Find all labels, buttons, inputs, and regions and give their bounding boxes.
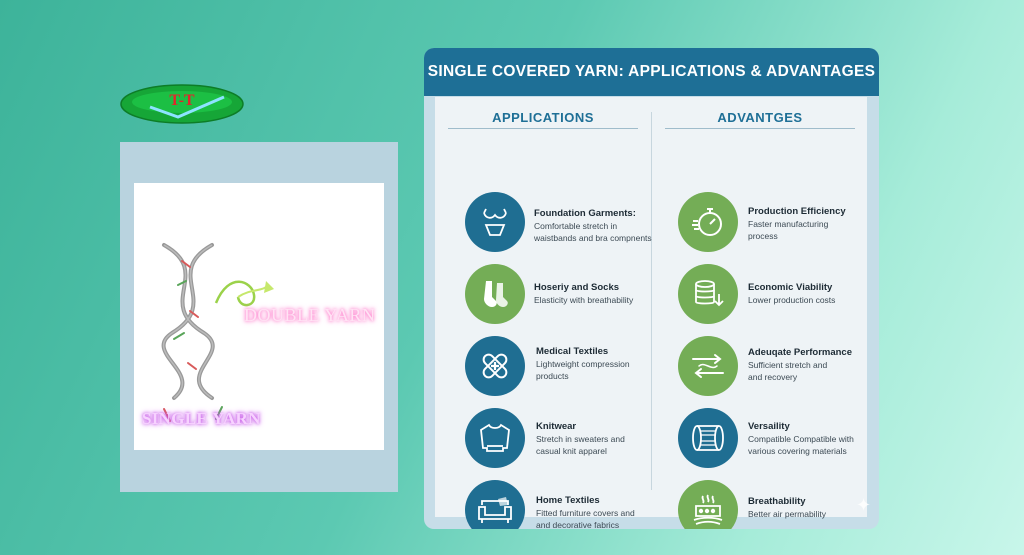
coins-icon <box>678 264 738 324</box>
advantages-heading: ADVANTGES <box>717 110 803 125</box>
socks-icon <box>465 264 525 324</box>
application-desc: Elasticity with breathability <box>534 295 634 305</box>
lingerie-icon <box>465 192 525 252</box>
advantage-title: Adeuqate Performance <box>748 347 853 358</box>
application-title: Foundation Garments: <box>534 208 636 219</box>
application-title: Medical Textiles <box>536 346 609 357</box>
sparkle-icon: ✦ <box>856 495 872 515</box>
application-desc: Lightweight compression products <box>536 359 630 381</box>
column-divider <box>651 112 652 490</box>
advantage-title: Production Efficiency <box>748 206 846 217</box>
bandage-icon <box>465 336 525 396</box>
double-yarn-label: DOUBLE YARN <box>244 305 376 325</box>
yarn-spool-icon <box>678 408 738 468</box>
applications-heading: APPLICATIONS <box>492 110 594 125</box>
advantage-desc: Compatible Compatible with various cover… <box>748 434 854 456</box>
advantages-rule <box>665 128 855 129</box>
breathable-fabric-icon <box>678 480 738 529</box>
checkmark-oval-logo-icon: T-T <box>120 84 244 124</box>
logo-text: T-T <box>169 92 195 109</box>
advantage-desc: Sufficient stretch and and recovery <box>748 360 828 382</box>
advantage-title: Economic Viability <box>748 282 833 293</box>
single-yarn-label: SINGLE YARN <box>142 409 261 428</box>
applications-rule <box>448 128 638 129</box>
stretch-arrows-icon <box>678 336 738 396</box>
card-body: APPLICATIONS ADVANTGES Foundation Garmen… <box>435 97 867 529</box>
application-desc: Stretch in sweaters and casual knit appa… <box>536 434 625 456</box>
card-title: SINGLE COVERED YARN: APPLICATIONS & ADVA… <box>424 48 879 96</box>
infographic-card: SINGLE COVERED YARN: APPLICATIONS & ADVA… <box>424 48 879 529</box>
sweater-icon <box>465 408 525 468</box>
application-desc: Fitted furniture covers and and decorati… <box>536 508 635 529</box>
stopwatch-icon <box>678 192 738 252</box>
application-title: Knitwear <box>536 421 577 432</box>
twisted-yarn-icon <box>161 243 274 422</box>
sofa-icon <box>465 480 525 529</box>
illustration-frame: DOUBLE YARN SINGLE YARN <box>120 142 398 492</box>
advantage-desc: Better air permability <box>748 509 826 519</box>
yarn-illustration: DOUBLE YARN SINGLE YARN <box>134 183 384 450</box>
advantage-title: Versaility <box>748 421 790 432</box>
advantage-title: Breathability <box>748 496 806 507</box>
application-title: Hoseriy and Socks <box>534 282 620 293</box>
brand-logo: T-T <box>120 83 244 125</box>
advantage-desc: Faster manufacturing process <box>748 219 829 241</box>
application-title: Home Textiles <box>536 495 600 506</box>
application-desc: Comfortable stretch in waistbands and br… <box>534 221 652 243</box>
advantage-desc: Lower production costs <box>748 295 836 305</box>
